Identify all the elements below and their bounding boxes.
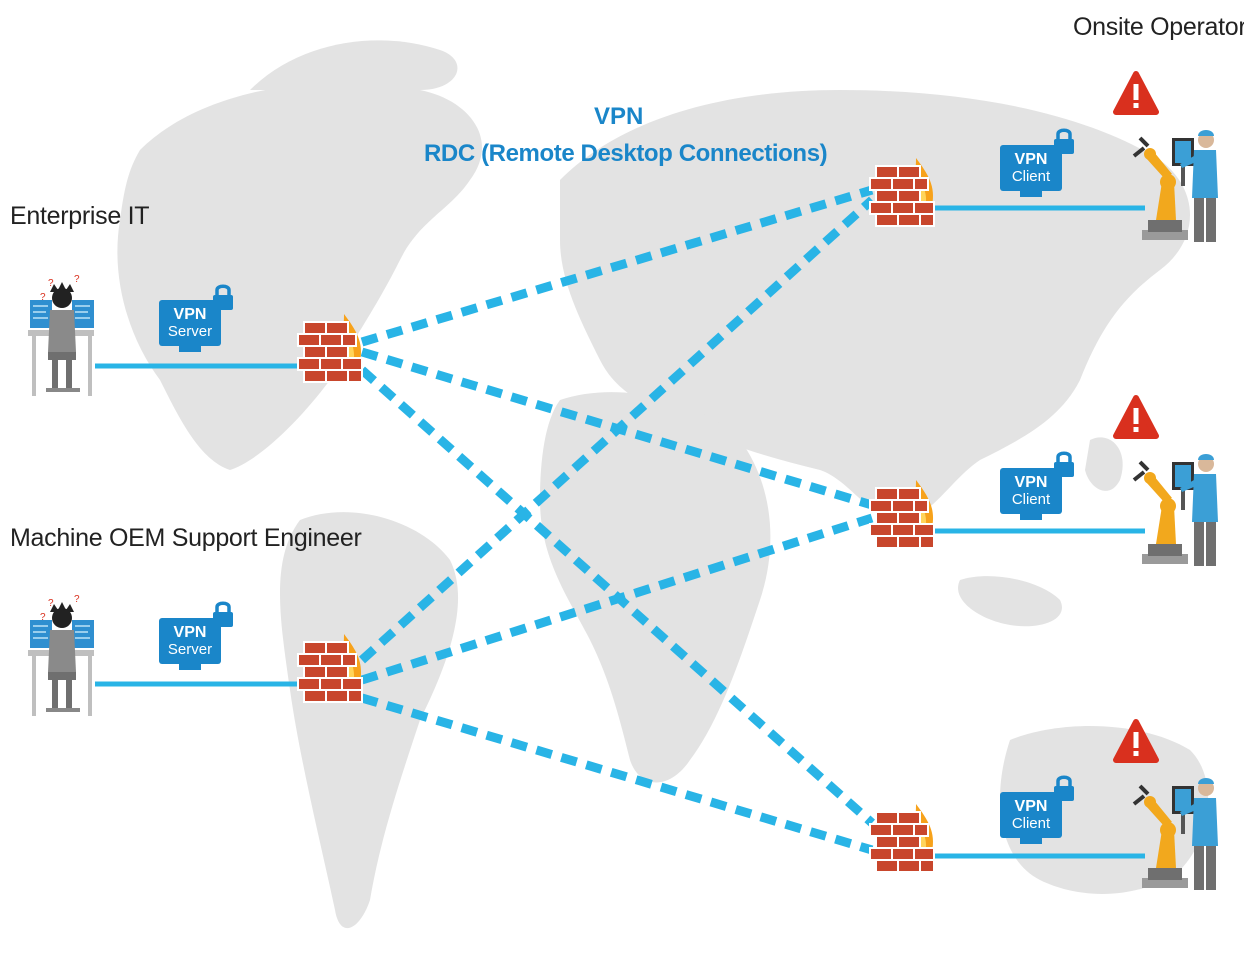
link-oem-to-site2 [360, 513, 874, 685]
label-enterprise-it: Enterprise IT [10, 202, 150, 230]
vpn-server-label-1: VPN Server [159, 306, 221, 340]
title-rdc: RDC (Remote Desktop Connections) [424, 140, 828, 167]
vpn-client-label-1: VPN Client [1000, 151, 1062, 185]
label-oem-engineer: Machine OEM Support Engineer [10, 524, 362, 552]
robot-arm-operator-icon [1132, 452, 1220, 568]
vpn-client-label-line2: Client [1011, 168, 1051, 185]
vpn-links [358, 185, 876, 855]
vpn-server-label-line2: Server [167, 641, 213, 658]
link-oem-to-site1 [358, 196, 876, 664]
enterprise-it-engineer-icon [27, 273, 95, 397]
firewall-icon [869, 803, 935, 873]
local-lines [95, 205, 1145, 859]
warning-icon [1116, 398, 1156, 436]
label-onsite-operators: Onsite Operators [1073, 13, 1244, 41]
vpn-client-label-line1: VPN [1014, 474, 1048, 491]
vpn-server-label-line1: VPN [173, 624, 207, 641]
vpn-client-label-line2: Client [1011, 491, 1051, 508]
vpn-client-label-2: VPN Client [1000, 474, 1062, 508]
link-oem-to-site3 [360, 693, 874, 855]
vpn-server-label-line2: Server [167, 323, 213, 340]
world-map [117, 40, 1209, 929]
title-vpn: VPN [594, 103, 644, 130]
vpn-client-label-3: VPN Client [1000, 798, 1062, 832]
vpn-client-label-line2: Client [1011, 815, 1051, 832]
vpn-client-label-line1: VPN [1014, 151, 1048, 168]
vpn-server-label-2: VPN Server [159, 624, 221, 658]
warning-icon [1116, 74, 1156, 112]
oem-engineer-icon [27, 593, 95, 717]
vpn-server-label-line1: VPN [173, 306, 207, 323]
link-it-to-site1 [360, 185, 874, 347]
vpn-client-label-line1: VPN [1014, 798, 1048, 815]
